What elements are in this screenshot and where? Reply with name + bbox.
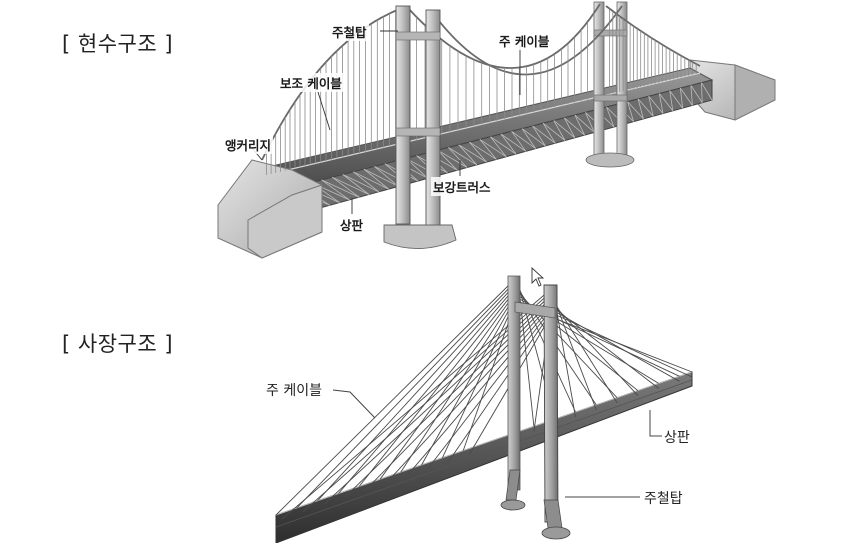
truss-member [585,112,595,133]
stay-cable [553,313,693,378]
truss-member [469,141,497,160]
truss-member [500,133,517,155]
truss-member [553,120,566,141]
stay-cable [553,310,680,382]
tower-near [383,5,457,249]
truss-member [511,130,536,149]
truss-member [331,176,360,198]
label-cable-stayed-tower: 주철탑 [644,491,683,507]
truss-member [521,128,536,149]
stay-cable [400,297,515,473]
stay-cable [317,285,515,502]
truss-member [690,85,703,103]
truss-member [648,95,664,114]
truss-member [648,96,654,117]
truss-member [627,101,644,120]
truss-member [448,147,468,168]
label-cable-stayed-main-cable: 주 케이블 [266,383,322,399]
stay-cable [553,304,639,396]
stay-cable [462,306,515,451]
truss-member [490,136,517,155]
truss-member [458,144,487,163]
truss-member [437,149,468,168]
stay-cable [338,288,515,494]
truss-member [342,174,370,195]
truss-member [353,171,380,193]
truss-member [690,85,693,106]
truss-member [680,88,683,109]
truss-member [542,122,556,144]
section-title-suspension: [ 현수구조 ] [62,32,174,56]
truss-member [532,125,556,144]
stay-cable [281,289,551,520]
cable-stayed-deck [275,371,693,543]
stay-cable [441,303,515,458]
truss-member [669,90,683,109]
stay-cable [553,298,597,411]
truss-member [637,98,654,117]
stay-cable [553,295,576,418]
truss-member [553,120,576,139]
stay-cable [275,279,515,516]
truss-member [469,141,487,163]
cable-stayed-leader-lines [332,389,662,498]
stay-cable [421,300,515,466]
truss-member [490,136,507,157]
cable-stayed-stays [275,279,693,520]
label-suspension-tower: 주철탑 [330,22,369,41]
label-cable-stayed-deck: 상판 [664,430,690,446]
truss-member [701,82,703,103]
truss-member [342,174,379,193]
suspension-bridge [217,1,776,259]
truss-member [511,131,527,152]
truss-member [563,117,576,138]
truss-member [532,125,546,147]
truss-member [479,139,497,160]
truss-member [542,122,566,141]
mouse-cursor-icon [531,266,545,287]
truss-member [437,149,458,171]
truss-member [606,106,615,128]
truss-member [500,133,527,152]
truss-member [627,101,634,122]
truss-member [321,179,350,201]
truss-member [574,114,595,133]
stay-cable [553,307,659,389]
truss-member [374,166,399,187]
truss-member [521,128,546,147]
stay-cable [379,294,515,480]
truss-member [669,90,674,111]
label-suspension-deck: 상판 [338,215,366,234]
truss-member [479,139,507,158]
truss-member [564,117,585,136]
truss-member [701,82,713,101]
pylon-front-leg [543,284,559,523]
truss-member [363,168,389,190]
stay-cable [358,291,515,487]
cable-stayed-bridge [275,275,693,543]
stay-cable [427,310,551,470]
truss-member [637,98,644,120]
truss-member [321,179,360,198]
truss-member [574,114,585,136]
truss-member [363,168,399,187]
label-suspension-main-cable: 주 케이블 [497,31,552,50]
truss-member [448,147,478,166]
suspension-hangers [266,8,697,175]
stay-cable [296,282,515,509]
truss-member [680,87,693,106]
label-auxiliary-cable: 보조 케이블 [278,73,344,92]
label-stiffening-truss: 보강트러스 [431,177,493,196]
truss-member [458,144,478,166]
truss-member [332,176,370,195]
truss-member [353,171,389,190]
pylon-back-leg [507,275,521,491]
label-anchorage: 앵커리지 [223,135,274,154]
truss-member [658,93,674,112]
truss-member [658,93,664,114]
section-title-cable-stayed: [ 사장구조 ] [62,332,174,356]
